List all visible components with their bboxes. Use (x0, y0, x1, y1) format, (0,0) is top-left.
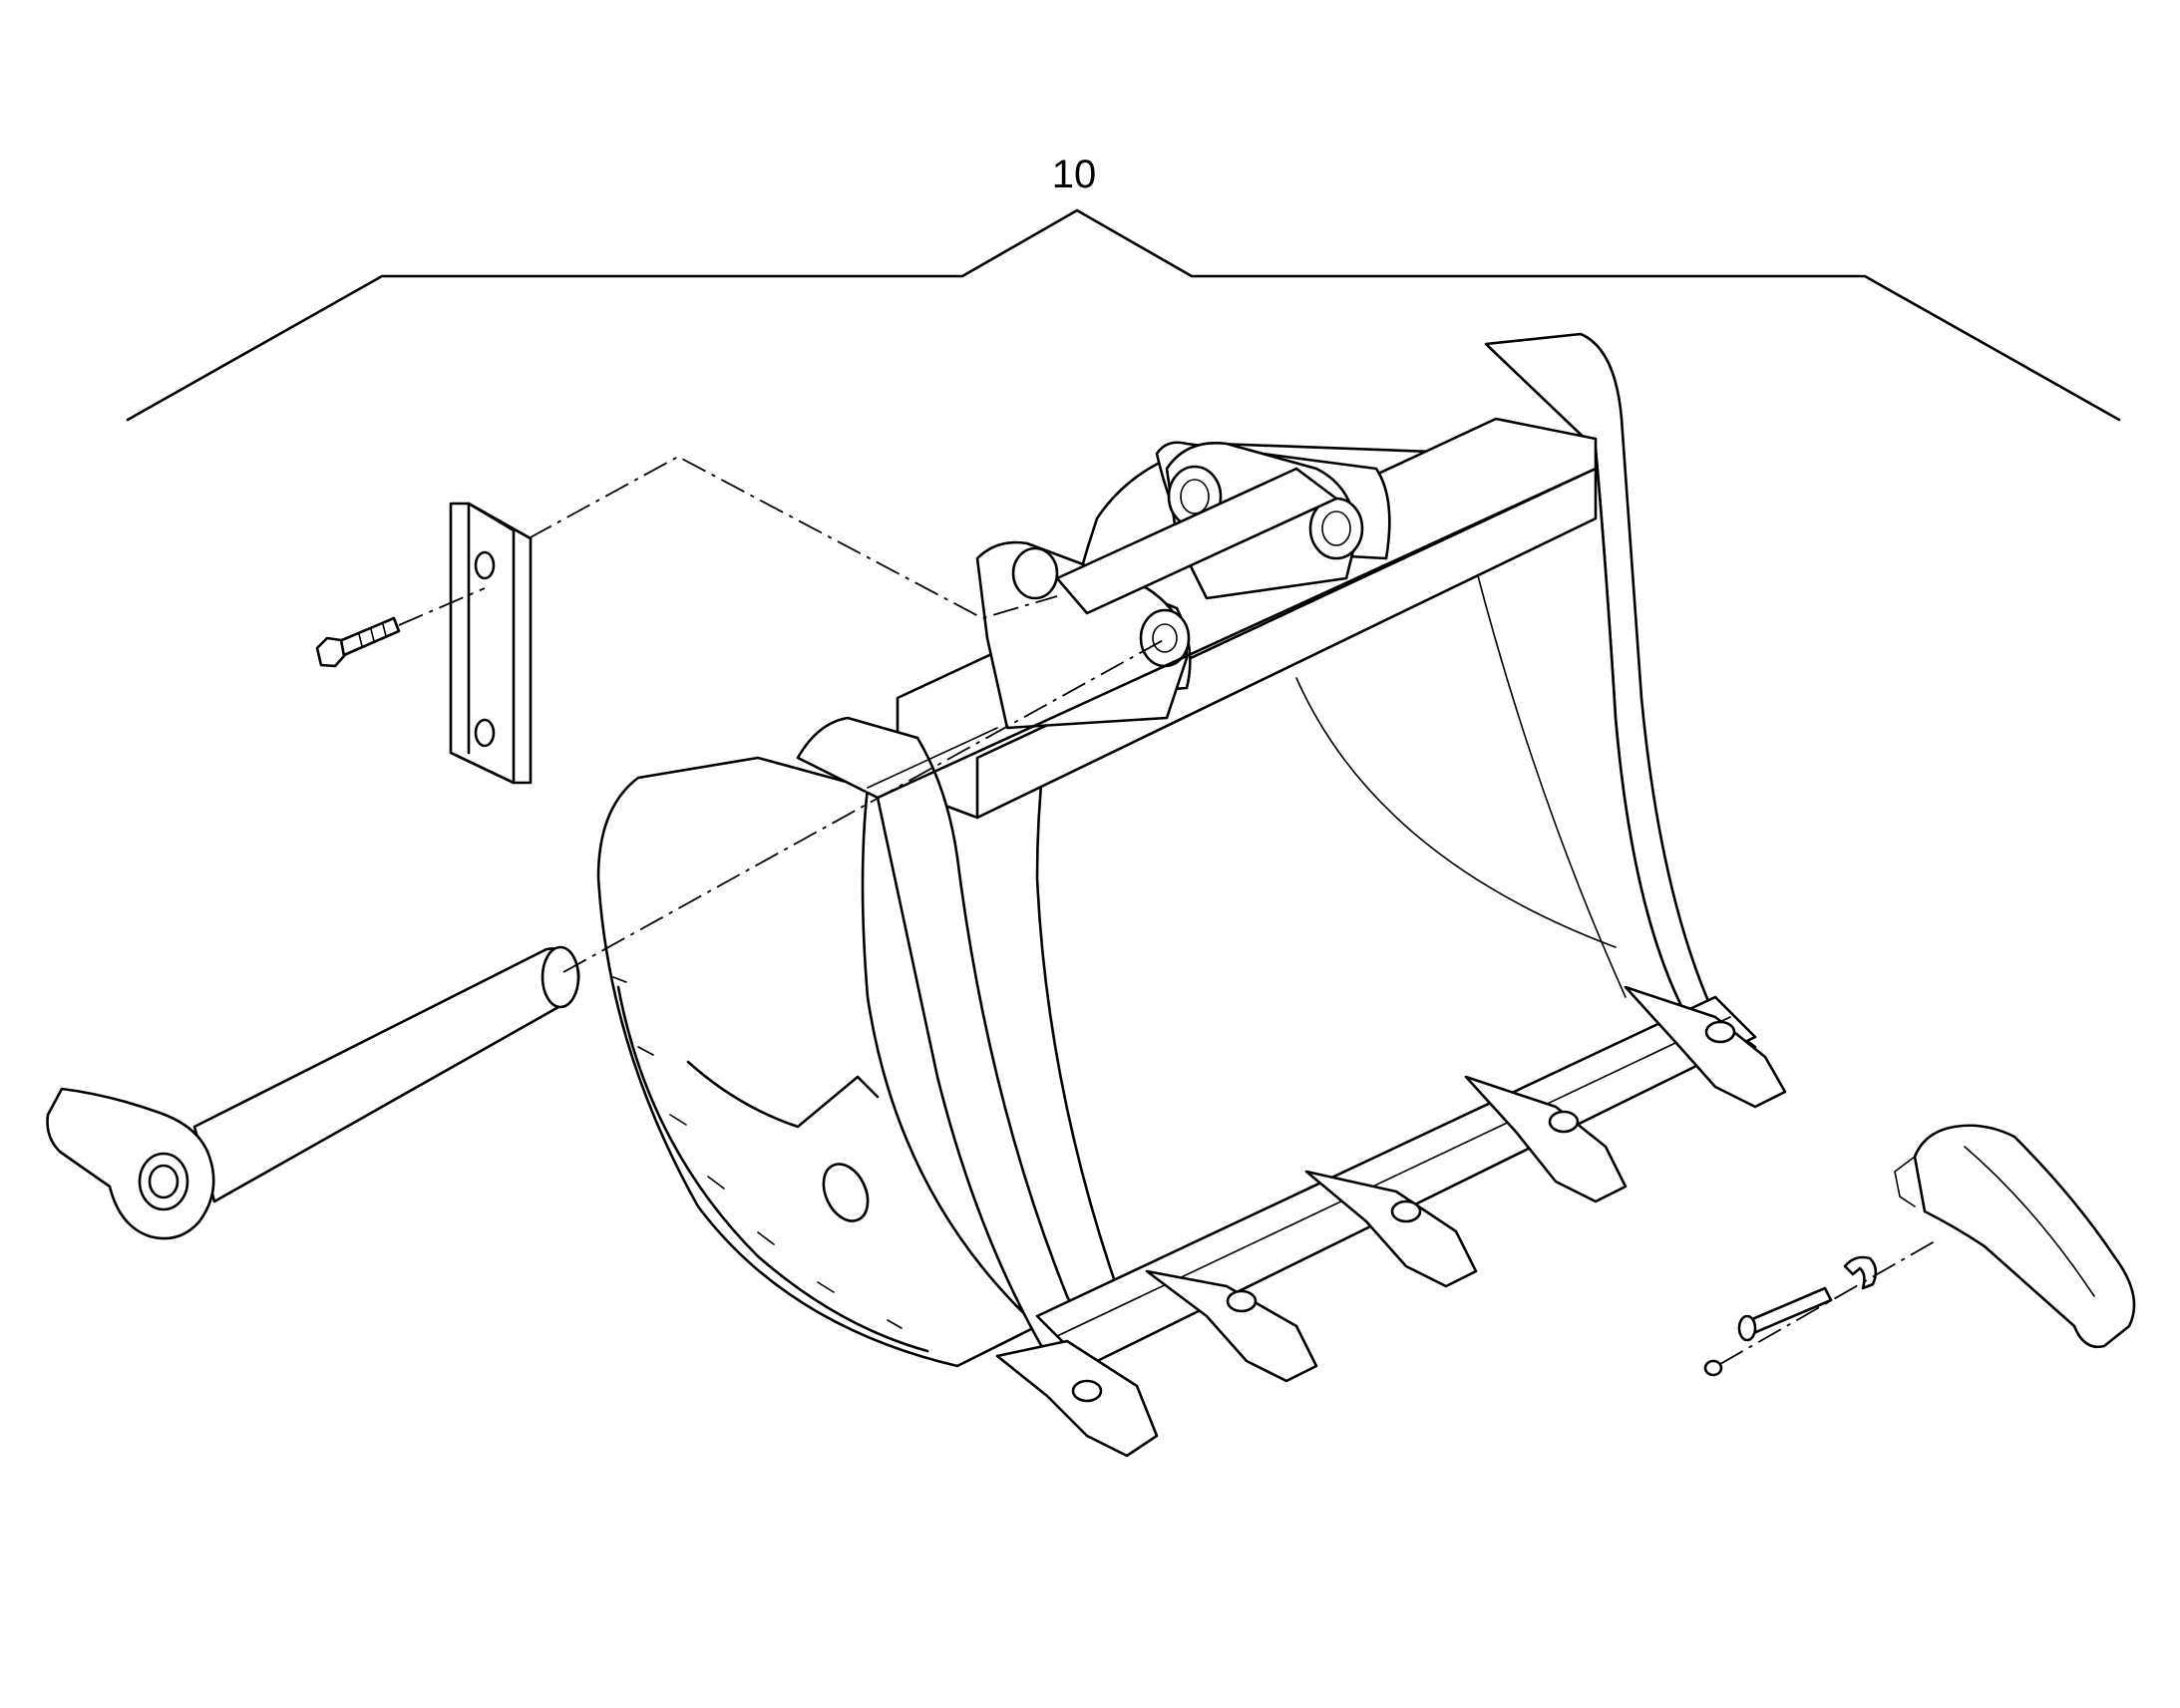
retainer-clip (1843, 1255, 1878, 1290)
bucket-tooth-1 (995, 1339, 1159, 1458)
bolt (315, 616, 401, 668)
callout-bracket (126, 208, 2121, 422)
centerline-tooth-pin (1719, 1240, 1936, 1365)
bucket-tooth-4 (1464, 1075, 1628, 1203)
centerline-link-plate (528, 455, 1058, 619)
retaining-pin (1737, 1286, 1833, 1342)
callout-number: 10 (1052, 153, 1097, 196)
retainer-washer (1703, 1359, 1723, 1377)
link-plate (449, 502, 533, 785)
tooth-tip (1894, 1124, 2136, 1349)
main-pin (46, 945, 580, 1240)
bucket-tooth-3 (1304, 1170, 1478, 1288)
bucket-tooth-2 (1145, 1269, 1318, 1383)
bucket-tooth-5 (1624, 985, 1787, 1109)
centerline-pin (562, 637, 1168, 973)
centerline-bolt (398, 587, 486, 626)
bucket (596, 332, 1757, 1368)
